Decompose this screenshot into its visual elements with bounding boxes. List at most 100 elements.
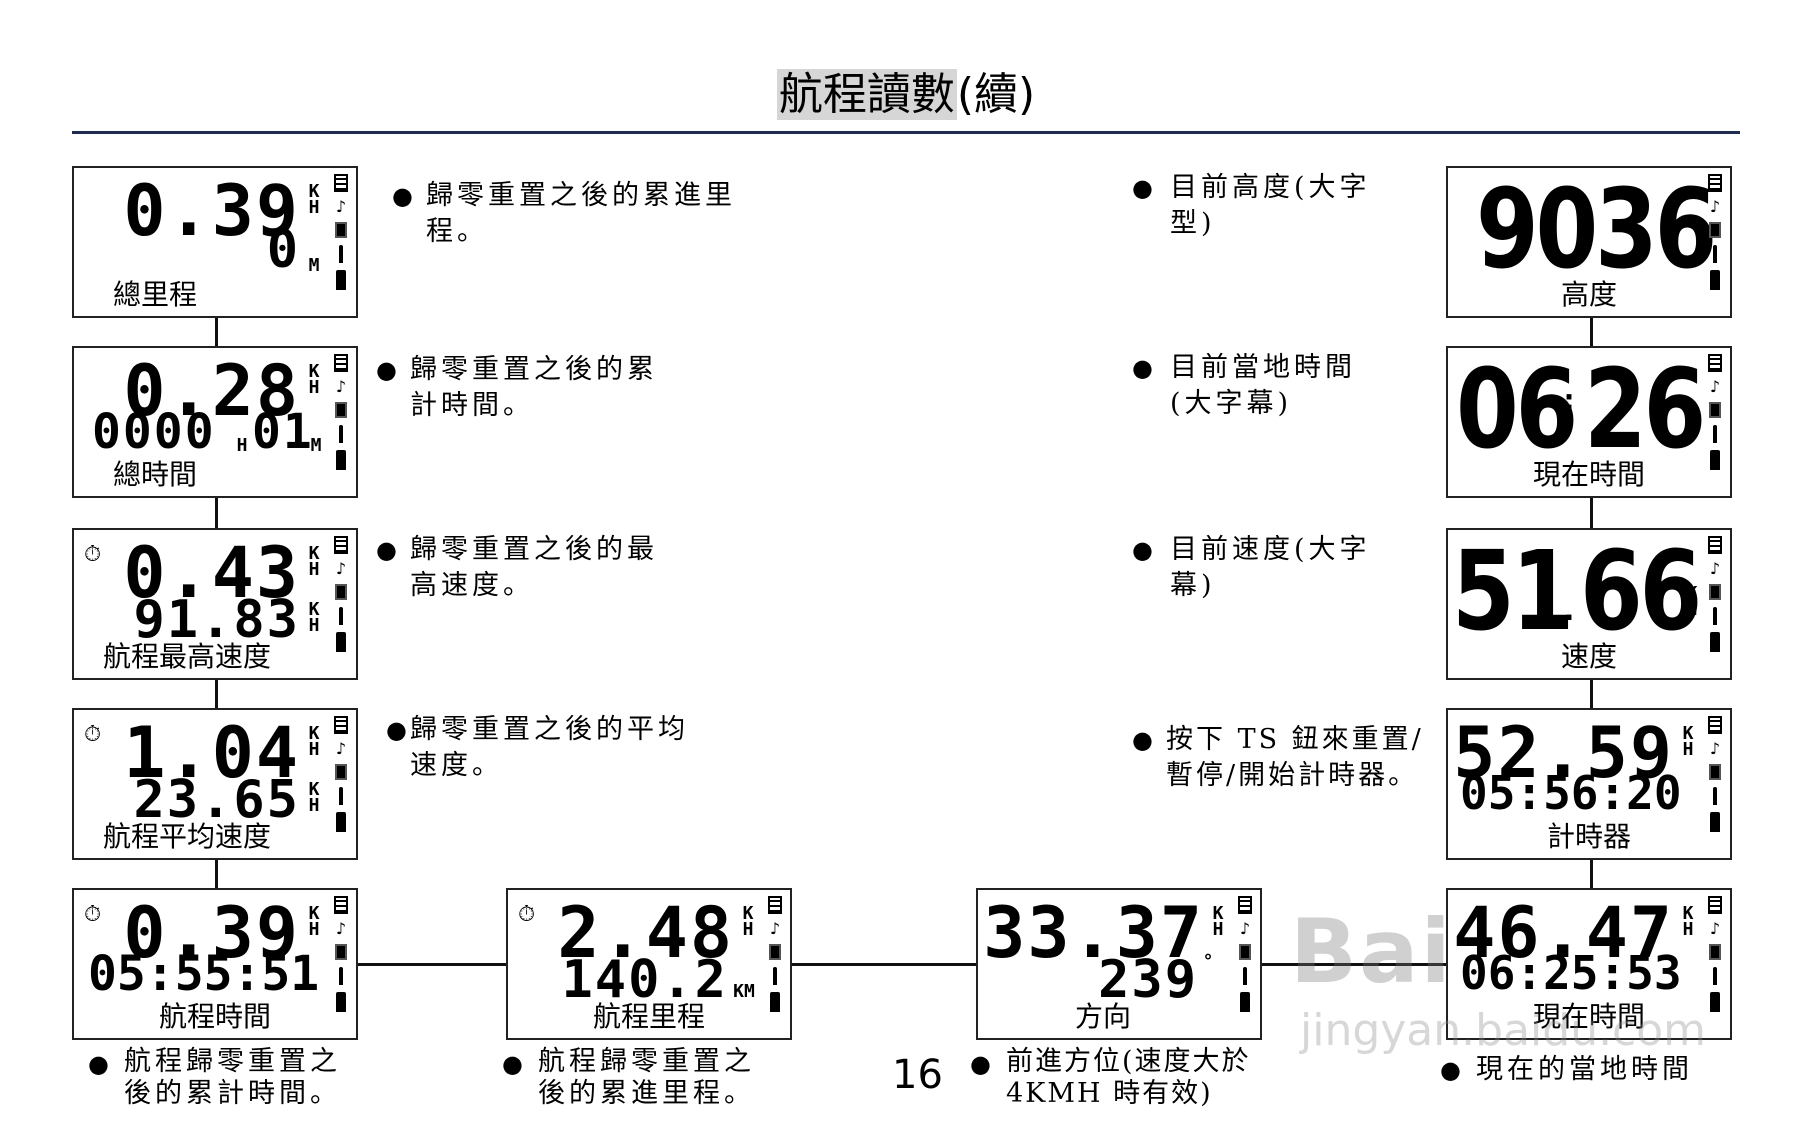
note-icon: ♪ xyxy=(1709,377,1721,396)
unit-degree: ° xyxy=(1202,951,1214,972)
memory-icon xyxy=(334,536,348,554)
lcd-second-value: 91.83 xyxy=(133,590,300,650)
battery-icon xyxy=(770,992,780,1012)
lcd-top-value: 0.39 xyxy=(123,892,300,974)
status-icons: ♪ xyxy=(766,896,784,1012)
status-icons: ♪ xyxy=(1706,354,1724,470)
signal-icon xyxy=(335,402,347,418)
status-icons: ♪ xyxy=(332,354,350,470)
battery-icon xyxy=(1710,812,1720,832)
memory-icon xyxy=(334,174,348,192)
note-icon: ♪ xyxy=(335,559,347,578)
status-icons: ♪ xyxy=(332,896,350,1012)
bullet-direction: ● xyxy=(970,1050,991,1078)
screen-label: 航程平均速度 xyxy=(102,820,271,853)
screen-label: 方向 xyxy=(1074,1000,1131,1033)
screen-label: 總時間 xyxy=(112,458,197,491)
screen-label: 航程時間 xyxy=(158,1000,271,1033)
lcd-speed-whole: 51 xyxy=(1452,528,1574,655)
status-icons: ♪ xyxy=(332,716,350,832)
signal-icon xyxy=(1709,402,1721,418)
key-icon xyxy=(1243,967,1247,985)
note-icon: ♪ xyxy=(1709,559,1721,578)
battery-icon xyxy=(1710,632,1720,652)
key-icon xyxy=(339,787,343,805)
lcd-minutes-value: 26 xyxy=(1584,346,1706,473)
key-icon xyxy=(1713,607,1717,625)
signal-icon xyxy=(769,944,781,960)
note-icon: ♪ xyxy=(335,919,347,938)
desc-speed-big: 目前速度(大字幕) xyxy=(1170,534,1371,601)
screen-label: 速度 xyxy=(1560,640,1617,673)
bullet-speed-big: ● xyxy=(1132,536,1153,564)
watermark-brand: Bai xyxy=(1290,900,1453,1003)
screen-label: 總里程 xyxy=(112,278,197,311)
desc-timer: 按下 TS 鈕來重置/暫停/開始計時器。 xyxy=(1166,724,1424,791)
signal-icon xyxy=(1709,222,1721,238)
note-icon: ♪ xyxy=(335,197,347,216)
battery-icon xyxy=(336,812,346,832)
desc-clock-small: 現在的當地時間 xyxy=(1476,1054,1693,1085)
lcd-decimal-point: . xyxy=(1560,593,1581,628)
note-icon: ♪ xyxy=(1709,197,1721,216)
desc-trip-distance: 航程歸零重置之後的累進里程。 xyxy=(538,1046,755,1109)
memory-icon xyxy=(1708,174,1722,192)
memory-icon xyxy=(1708,354,1722,372)
stopwatch-icon: ⏱ xyxy=(518,902,536,927)
lcd-top-value: 0.28 xyxy=(123,350,300,432)
lcd-top-value: 33.37 xyxy=(983,892,1204,974)
bullet-total-distance: ● xyxy=(392,182,413,210)
unit-m: M xyxy=(308,255,320,276)
battery-icon xyxy=(1710,992,1720,1012)
key-icon xyxy=(1713,425,1717,443)
lcd-top-value: 0.43 xyxy=(123,532,300,614)
note-icon: ♪ xyxy=(769,919,781,938)
signal-icon xyxy=(335,222,347,238)
memory-icon xyxy=(768,896,782,914)
signal-icon xyxy=(335,944,347,960)
screen-altitude: 9036 m 高度 ♪ xyxy=(1446,166,1732,318)
bullet-timer: ● xyxy=(1132,726,1153,754)
unit-h: H xyxy=(236,435,248,456)
screen-label: 高度 xyxy=(1560,278,1617,311)
status-icons: ♪ xyxy=(1706,536,1724,652)
key-icon xyxy=(773,967,777,985)
signal-icon xyxy=(1239,944,1251,960)
unit-km: KM xyxy=(733,981,755,1002)
memory-icon xyxy=(334,896,348,914)
status-icons: ♪ xyxy=(1706,716,1724,832)
memory-icon xyxy=(1708,716,1722,734)
lcd-top-value: 52.59 xyxy=(1453,712,1674,794)
key-icon xyxy=(339,967,343,985)
page-title-suffix: (續) xyxy=(956,69,1036,120)
memory-icon xyxy=(1708,536,1722,554)
screen-clock-big: 06 : 26 現在時間 ♪ xyxy=(1446,346,1732,498)
signal-icon xyxy=(1709,764,1721,780)
screen-label: 航程最高速度 xyxy=(102,640,271,673)
bullet-altitude: ● xyxy=(1132,174,1153,202)
desc-total-time: 歸零重置之後的累計時間。 xyxy=(410,354,658,421)
bullet-trip-time: ● xyxy=(88,1050,109,1078)
bullet-avg-speed: ● xyxy=(386,716,407,744)
watermark-site: jingyan.baidu.com xyxy=(1300,1005,1707,1056)
battery-icon xyxy=(336,992,346,1012)
lcd-altitude-value: 9036 xyxy=(1476,166,1717,293)
note-icon: ♪ xyxy=(1239,919,1251,938)
note-icon: ♪ xyxy=(335,377,347,396)
signal-icon xyxy=(335,764,347,780)
key-icon xyxy=(1713,787,1717,805)
lcd-top-value: 0.39 xyxy=(123,170,300,252)
